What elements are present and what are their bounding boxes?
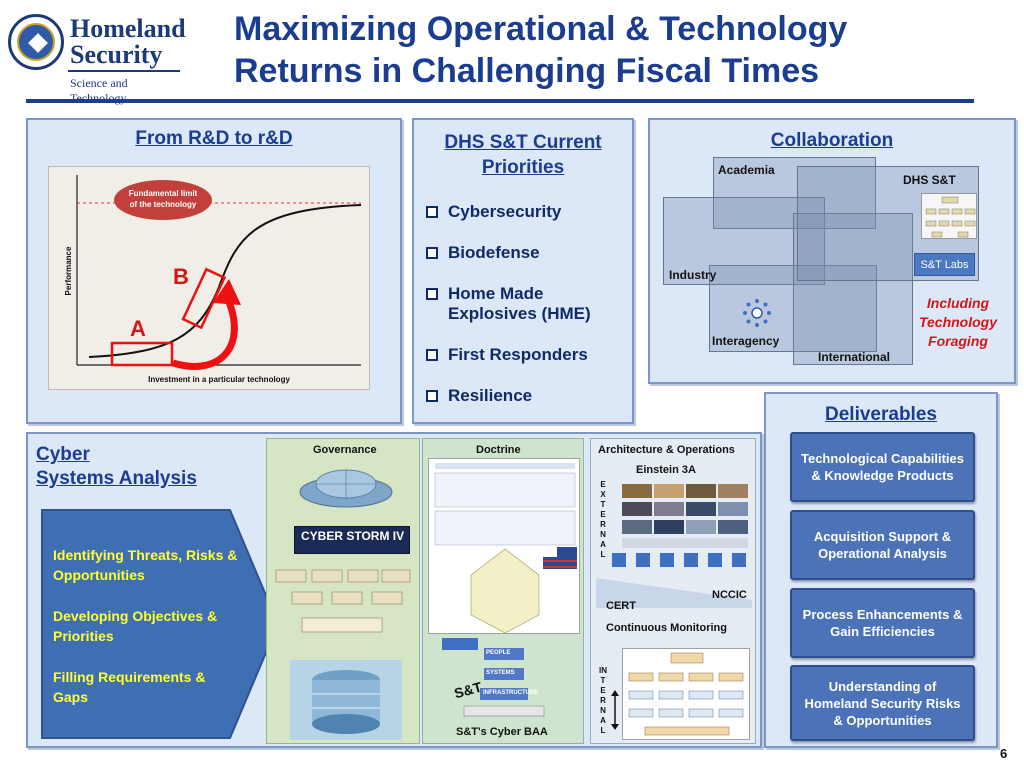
arrow-item: Developing Objectives & Priorities [53, 608, 218, 644]
logo-divider [68, 70, 180, 72]
cnci-document [428, 458, 580, 634]
point-b-label: B [173, 264, 189, 289]
dhs-st-label: DHS S&T [903, 173, 956, 187]
slide-title: Maximizing Operational & Technology Retu… [234, 8, 1014, 92]
globe-graphic [296, 462, 396, 512]
internal-vertical-label: INTERNAL [599, 666, 607, 735]
logo-org-line1: Homeland [70, 14, 186, 43]
limit-callout-line1: Fundamental limit [129, 189, 198, 198]
slide-title-line1: Maximizing Operational & Technology [234, 10, 848, 48]
cyber-title: Cyber Systems Analysis [36, 443, 197, 491]
interagency-label: Interagency [712, 334, 780, 348]
cert-label: CERT [606, 600, 636, 612]
priority-item: First Responders [424, 345, 634, 365]
title-rule [26, 99, 974, 103]
s-curve-chart: Fundamental limit of the technology Perf… [48, 166, 370, 390]
priorities-list: Cybersecurity Biodefense Home Made Explo… [424, 202, 634, 427]
s-curve-svg: Fundamental limit of the technology Perf… [64, 175, 362, 384]
einstein-label: Einstein 3A [636, 464, 696, 476]
deliverable-item: Understanding of Homeland Security Risks… [790, 665, 975, 741]
nccic-label: NCCIC [712, 589, 747, 601]
rd-panel-heading: From R&D to r&D [135, 128, 293, 149]
cyber-title-line1: Cyber [36, 444, 90, 465]
deliverable-item: Technological Capabilities & Knowledge P… [790, 432, 975, 502]
chart-ylabel: Performance [64, 246, 73, 295]
doctrine-heading: Doctrine [476, 444, 521, 456]
einstein-image-grid [622, 484, 750, 550]
academia-label: Academia [718, 163, 775, 177]
cyber-storm-banner: CYBER STORM IV [294, 526, 410, 554]
divider-band [596, 578, 752, 608]
slide-title-line2: Returns in Challenging Fiscal Times [234, 52, 820, 90]
arrow-item: Identifying Threats, Risks & Opportuniti… [53, 547, 238, 583]
org-chart-thumbnail [921, 193, 977, 239]
foraging-note: Including Technology Foraging [918, 295, 998, 349]
international-label: International [818, 350, 891, 364]
checkbox-icon [426, 390, 438, 402]
limit-callout-line2: of the technology [130, 200, 197, 209]
governance-heading: Governance [313, 444, 377, 456]
jump-arrowhead [213, 279, 241, 305]
internal-updown-arrow-icon [610, 690, 620, 730]
priority-item: Home Made Explosives (HME) [424, 284, 634, 324]
dhs-seal-icon [8, 14, 64, 70]
doctrine-layer-label: PEOPLE [486, 650, 511, 656]
priorities-panel: DHS S&T Current Priorities [412, 118, 634, 424]
monitoring-label: Continuous Monitoring [606, 622, 727, 634]
deliverable-item: Acquisition Support & Operational Analys… [790, 510, 975, 580]
point-a-box [110, 341, 174, 367]
analysis-arrow-text: Identifying Threats, Risks & Opportuniti… [53, 545, 238, 728]
interagency-seal-icon [742, 298, 772, 328]
checkbox-icon [426, 206, 438, 218]
collaboration-heading: Collaboration [770, 130, 894, 151]
cyber-baa-pyramid [440, 636, 568, 720]
limit-callout-bubble [114, 180, 212, 220]
priorities-heading-line1: DHS S&T Current [444, 132, 602, 153]
academia-box [713, 157, 876, 229]
cyber-title-line2: Systems Analysis [36, 468, 197, 489]
cyber-baa-caption: S&T's Cyber BAA [456, 726, 548, 738]
deliverables-heading: Deliverables [825, 404, 937, 425]
point-a-label: A [130, 316, 146, 341]
analysis-arrow [40, 508, 280, 740]
st-labs-badge: S&T Labs [914, 253, 975, 276]
checkbox-icon [426, 349, 438, 361]
doctrine-layer-label: INFRASTRUCTURE [483, 690, 539, 696]
governance-flowchart [272, 566, 414, 650]
cyber-storm-title: CYBER STORM IV [301, 529, 405, 543]
arrow-item: Filling Requirements & Gaps [53, 669, 206, 705]
industry-label: Industry [669, 268, 717, 282]
sensor-blocks [610, 552, 750, 568]
architecture-heading: Architecture & Operations [598, 444, 735, 456]
chart-xlabel: Investment in a particular technology [148, 375, 290, 384]
page-number: 6 [1000, 746, 1008, 761]
priority-item: Cybersecurity [424, 202, 634, 222]
international-box [793, 213, 913, 365]
industry-box [663, 197, 825, 285]
jump-arrow-body [171, 295, 238, 370]
checkbox-icon [426, 247, 438, 259]
dhs-logo: Homeland Security Science and Technology [8, 10, 186, 105]
point-b-box [181, 267, 227, 330]
doctrine-layer-label: SYSTEMS [486, 670, 515, 676]
external-vertical-label: EXTERNAL [600, 480, 606, 559]
priorities-heading-line2: Priorities [481, 157, 565, 178]
logo-org-line2: Security [70, 40, 163, 69]
checkbox-icon [426, 288, 438, 300]
priority-item: Biodefense [424, 243, 634, 263]
monitoring-orgchart [622, 648, 750, 740]
deliverable-item: Process Enhancements & Gain Efficiencies [790, 588, 975, 658]
data-center-image [290, 660, 402, 740]
priority-item: Resilience [424, 386, 634, 406]
